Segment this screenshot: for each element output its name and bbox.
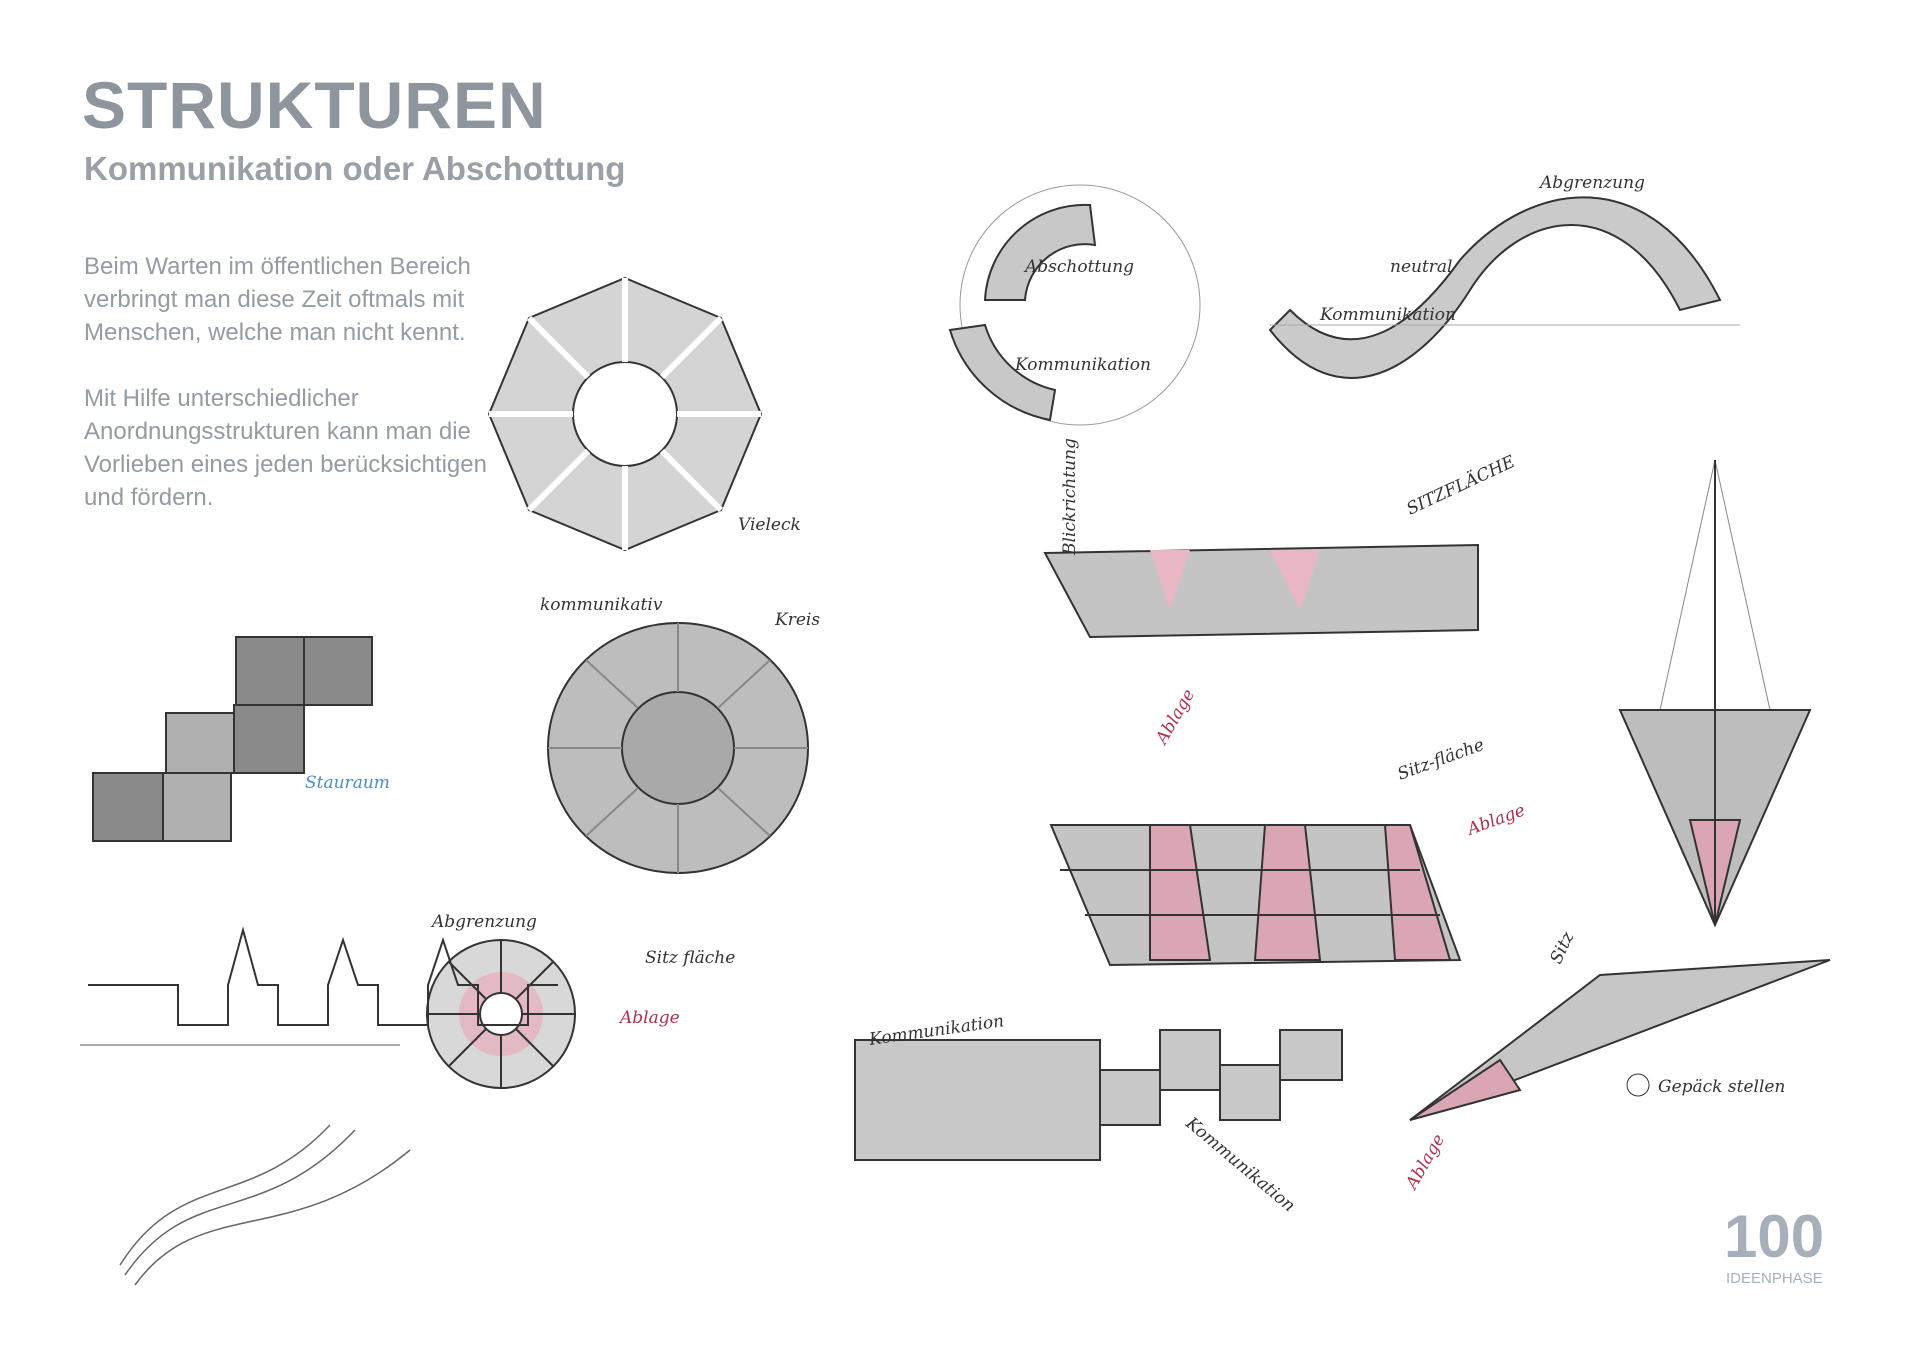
intro-text: Beim Warten im öffentlichen Bereich verb… bbox=[84, 250, 524, 547]
arc-seating-sketch bbox=[948, 184, 1201, 426]
sitzflaeche-bench-sketch bbox=[1049, 824, 1462, 967]
label-neutral: neutral bbox=[1390, 257, 1453, 277]
label-gepaeck-stellen: Gepäck stellen bbox=[1658, 1077, 1785, 1097]
label-sitz: Sitz bbox=[1546, 928, 1578, 967]
label-blickrichtung: Blickrichtung bbox=[1060, 438, 1080, 556]
page-number: 100 bbox=[1724, 1203, 1825, 1270]
label-abgrenzung-wave: Abgrenzung bbox=[1538, 173, 1645, 193]
label-kommunikation-arc: Kommunikation bbox=[1014, 355, 1151, 375]
label-sitzflaeche-band2: Sitz-fläche bbox=[1395, 735, 1487, 785]
intro-paragraph-1: Beim Warten im öffentlichen Bereich verb… bbox=[84, 253, 471, 346]
label-abschottung: Abschottung bbox=[1023, 257, 1134, 277]
label-sitzflaeche-ring: Sitz fläche bbox=[645, 948, 735, 968]
label-ablage-band: Ablage bbox=[1151, 686, 1199, 749]
label-kreis: Kreis bbox=[774, 610, 820, 630]
label-stauraum: Stauraum bbox=[305, 773, 390, 793]
page-title: STRUKTUREN bbox=[82, 68, 547, 142]
grid-bench-sketch bbox=[854, 1029, 1343, 1161]
bench-profile-sketch bbox=[88, 926, 558, 1026]
label-ablage-ring: Ablage bbox=[618, 1008, 680, 1028]
parallelogram-bench-sketch bbox=[1043, 543, 1479, 639]
label-sitzflaeche-band: SITZFLÄCHE bbox=[1403, 451, 1519, 520]
wedge-seat-sketch bbox=[1409, 959, 1831, 1121]
diamond-seating-sketch bbox=[1618, 459, 1812, 928]
label-kommunikation-wave: Kommunikation bbox=[1319, 305, 1456, 325]
label-vieleck: Vieleck bbox=[738, 515, 801, 535]
wave-lines-sketch bbox=[119, 1124, 411, 1286]
intro-paragraph-2: Mit Hilfe unterschiedlicher Anordnungsst… bbox=[84, 385, 487, 511]
label-kommunikativ: kommunikativ bbox=[540, 595, 663, 615]
storage-grid-sketch bbox=[92, 636, 373, 842]
octagon-seating-sketch bbox=[487, 276, 763, 552]
label-ablage-band2: Ablage bbox=[1463, 800, 1528, 840]
section-label: IDEENPHASE bbox=[1726, 1270, 1823, 1287]
plus-circle-icon bbox=[1626, 1073, 1650, 1097]
label-abgrenzung-ring: Abgrenzung bbox=[430, 912, 537, 932]
wave-seating-sketch bbox=[1268, 196, 1722, 379]
page-subtitle: Kommunikation oder Abschottung bbox=[84, 150, 626, 187]
circle-seating-sketch bbox=[547, 622, 809, 874]
label-kommunikation-grid2: Kommunikation bbox=[1181, 1113, 1299, 1216]
label-ablage-wedge: Ablage bbox=[1401, 1131, 1449, 1194]
small-ring-sketch bbox=[426, 939, 576, 1089]
